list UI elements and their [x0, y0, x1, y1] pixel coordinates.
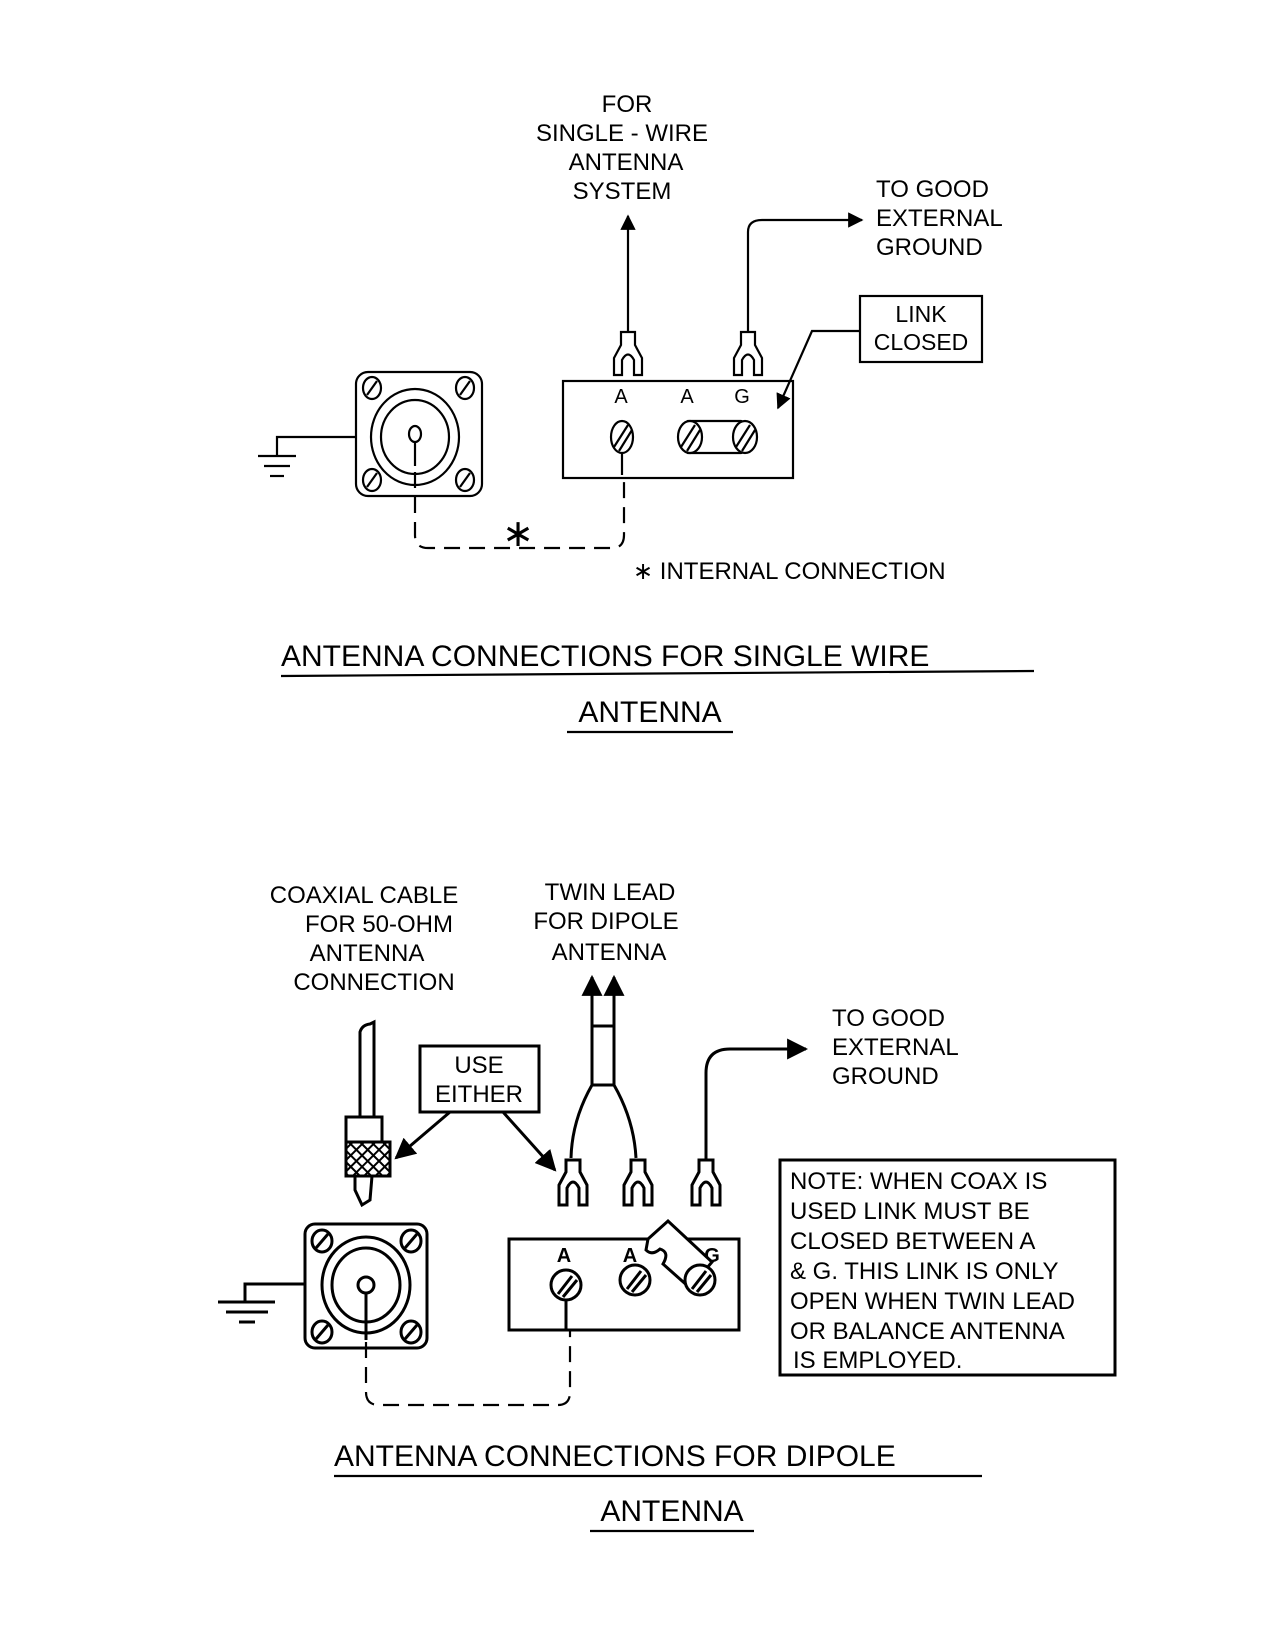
internal-connection-dashed-line — [364, 1330, 572, 1407]
dipole-diagram: COAXIAL CABLE FOR 50-OHM ANTENNA CONNECT… — [218, 879, 1117, 1533]
screw-icon — [399, 1319, 423, 1345]
external-ground-label: TO GOOD EXTERNAL GROUND — [832, 1005, 959, 1090]
screw-icon — [361, 375, 383, 401]
external-ground-label: TO GOOD EXTERNAL GROUND — [876, 176, 1003, 261]
label-line: USE — [454, 1052, 503, 1079]
screw-icon — [399, 1228, 423, 1254]
terminal-block — [507, 1237, 741, 1332]
internal-connection-footnote: ∗ INTERNAL CONNECTION — [633, 558, 946, 585]
note-line: OPEN WHEN TWIN LEAD — [790, 1288, 1075, 1315]
terminal-screw-icon — [683, 1263, 717, 1297]
diagram-title: ANTENNA CONNECTIONS FOR DIPOLE — [334, 1440, 896, 1473]
note-text: NOTE: WHEN COAX IS USED LINK MUST BE CLO… — [790, 1168, 1075, 1374]
label-line: CONNECTION — [293, 969, 454, 996]
label-line: EXTERNAL — [876, 205, 1003, 232]
ground-symbol-icon — [218, 1282, 305, 1324]
label-line: CLOSED — [874, 329, 969, 355]
label-line: SYSTEM — [573, 178, 672, 205]
note-line: & G. THIS LINK IS ONLY — [790, 1258, 1059, 1285]
label-line: ANTENNA — [569, 149, 684, 176]
label-line: ANTENNA — [552, 939, 667, 966]
note-line: USED LINK MUST BE — [790, 1198, 1030, 1225]
label-line: EITHER — [435, 1081, 523, 1108]
link-closed-callout — [858, 294, 984, 364]
coax-plug-icon — [344, 1019, 392, 1208]
label-line: FOR DIPOLE — [533, 908, 678, 935]
note-line: NOTE: WHEN COAX IS — [790, 1168, 1047, 1195]
screw-icon — [454, 375, 476, 401]
link-callout-arrow — [776, 329, 860, 410]
label-line: LINK — [895, 301, 947, 327]
use-either-arrow-lug — [501, 1110, 557, 1172]
label-line: GROUND — [832, 1063, 939, 1090]
spade-lug-icon — [612, 330, 644, 377]
use-either-callout — [418, 1044, 541, 1114]
terminal-screw-icon — [609, 419, 635, 455]
internal-connection-dashed-line — [413, 472, 626, 550]
diagram-title: ANTENNA — [578, 696, 721, 729]
twin-lead-icon — [569, 974, 638, 1159]
single-wire-diagram: FOR SINGLE - WIRE ANTENNA SYSTEM TO GOOD… — [258, 91, 1035, 734]
note-line: IS EMPLOYED. — [793, 1347, 962, 1374]
label-line: TO GOOD — [876, 176, 989, 203]
label-line: FOR 50-OHM — [305, 911, 453, 938]
title-underline — [280, 669, 1035, 678]
terminal-screw-icon — [731, 419, 759, 455]
screw-icon — [310, 1228, 334, 1254]
screw-icon — [361, 467, 383, 493]
spade-lug-icon — [557, 1158, 589, 1207]
spade-lug-icon — [732, 330, 764, 377]
terminal-label-a: A — [680, 386, 694, 408]
coax-connector-icon — [303, 1222, 429, 1350]
label-line: COAXIAL CABLE — [270, 882, 459, 909]
terminal-screw-icon — [676, 419, 704, 455]
twin-lead-label: TWIN LEAD FOR DIPOLE ANTENNA — [533, 879, 678, 966]
use-either-arrow-coax — [394, 1110, 451, 1160]
terminal-label-a: A — [557, 1245, 571, 1267]
ground-wire-arrow — [746, 212, 864, 332]
diagram-title: ANTENNA CONNECTIONS FOR SINGLE WIRE — [281, 640, 929, 673]
single-wire-antenna-label: FOR SINGLE - WIRE ANTENNA SYSTEM — [536, 91, 708, 205]
terminal-screw-icon — [618, 1263, 652, 1297]
label-line: TO GOOD — [832, 1005, 945, 1032]
terminal-label-a: A — [614, 386, 628, 408]
note-line: OR BALANCE ANTENNA — [790, 1318, 1065, 1345]
terminal-block — [561, 379, 795, 480]
screw-icon — [454, 467, 476, 493]
screw-icon — [310, 1319, 334, 1345]
label-line: FOR — [602, 91, 653, 118]
terminal-label-a: A — [623, 1245, 637, 1267]
spade-lug-icon — [690, 1158, 722, 1207]
terminal-label-g: G — [734, 386, 750, 408]
label-line: EXTERNAL — [832, 1034, 959, 1061]
note-box — [778, 1158, 1117, 1377]
ground-wire-arrow — [704, 1038, 809, 1160]
label-line: TWIN LEAD — [545, 879, 676, 906]
terminal-screw-icon — [549, 1268, 583, 1302]
diagram-title: ANTENNA — [600, 1495, 743, 1528]
label-line: SINGLE - WIRE — [536, 120, 708, 147]
label-line: ANTENNA — [310, 940, 425, 967]
internal-connection-marker: ∗ — [502, 513, 534, 555]
coax-connector-icon — [354, 370, 484, 498]
spade-lug-icon — [622, 1158, 654, 1207]
coax-cable-label: COAXIAL CABLE FOR 50-OHM ANTENNA CONNECT… — [270, 882, 459, 996]
label-line: GROUND — [876, 234, 983, 261]
ground-symbol-icon — [258, 435, 356, 478]
note-line: CLOSED BETWEEN A — [790, 1228, 1035, 1255]
